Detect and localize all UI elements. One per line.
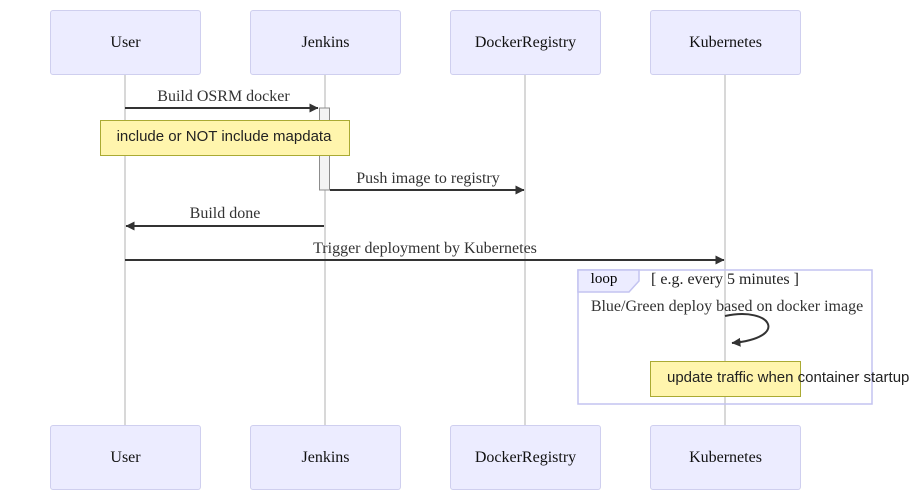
actor-jenkins-bottom: Jenkins: [250, 425, 401, 490]
loop-keyword-label: loop: [590, 271, 618, 287]
actor-dockerregistry-top: DockerRegistry: [450, 10, 601, 75]
actor-user-bottom: User: [50, 425, 201, 490]
note-update-traffic-text: update traffic when container startup: [667, 369, 910, 386]
message-trigger-deployment: Trigger deployment by Kubernetes: [313, 240, 537, 257]
actor-user-bottom-label: User: [110, 448, 141, 466]
note-include-mapdata-text: include or NOT include mapdata: [116, 128, 332, 145]
actor-user-top: User: [50, 10, 201, 75]
arrow-self-blue-green-deploy: [724, 313, 770, 347]
actor-kubernetes-top: Kubernetes: [650, 10, 801, 75]
actor-jenkins-bottom-label: Jenkins: [301, 448, 350, 466]
actor-dockerregistry-top-label: DockerRegistry: [474, 33, 577, 51]
actor-user-top-label: User: [110, 33, 141, 51]
message-build-done: Build done: [189, 205, 261, 222]
message-push-image-to-registry: Push image to registry: [356, 170, 500, 187]
actor-kubernetes-top-label: Kubernetes: [689, 33, 762, 51]
message-build-osrm-docker: Build OSRM docker: [157, 88, 290, 105]
message-blue-green-deploy: Blue/Green deploy based on docker image: [590, 298, 864, 315]
actor-jenkins-top-label: Jenkins: [301, 33, 350, 51]
note-update-traffic-box: [650, 361, 801, 397]
loop-frame: [577, 269, 873, 405]
note-include-mapdata-box: [100, 120, 350, 156]
actor-kubernetes-bottom: Kubernetes: [650, 425, 801, 490]
actor-jenkins-top: Jenkins: [250, 10, 401, 75]
loop-guard-label: [ e.g. every 5 minutes ]: [651, 271, 799, 288]
actor-dockerregistry-bottom-label: DockerRegistry: [474, 448, 577, 466]
actor-dockerregistry-bottom: DockerRegistry: [450, 425, 601, 490]
actor-kubernetes-bottom-label: Kubernetes: [689, 448, 762, 466]
loop-label-tab: [577, 269, 640, 293]
